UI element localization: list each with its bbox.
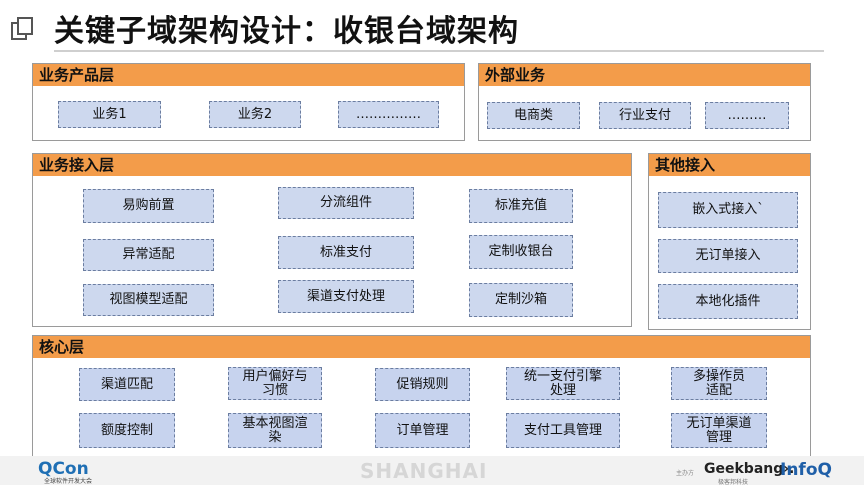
node-user-preference: 用户偏好与 习惯 <box>228 367 322 400</box>
node-view-model-adapt: 视图模型适配 <box>83 284 214 316</box>
node-suning-front: 易购前置 <box>83 189 214 223</box>
node-exception-adapt: 异常适配 <box>83 239 214 271</box>
footer-bar <box>0 456 864 485</box>
node-industry-payment: 行业支付 <box>599 102 691 129</box>
node-promotion-rules: 促销规则 <box>375 368 470 401</box>
geekbang-subtitle: 极客邦科技 <box>718 479 749 486</box>
node-external-more: ……… <box>705 102 789 129</box>
panel-title: 其他接入 <box>649 154 810 176</box>
node-custom-cashier: 定制收银台 <box>469 235 573 269</box>
node-embedded-access: 嵌入式接入` <box>658 192 798 228</box>
node-localization-plugin: 本地化插件 <box>658 284 798 319</box>
node-custom-sandbox: 定制沙箱 <box>469 283 573 317</box>
sponsor-label: 主办方 <box>676 470 695 477</box>
node-standard-payment: 标准支付 <box>278 236 414 269</box>
node-unified-payment-engine: 统一支付引擎 处理 <box>506 367 620 400</box>
node-quota-control: 额度控制 <box>79 413 175 448</box>
geekbang-logo: Geekbang›. <box>704 461 795 477</box>
node-no-order-channel: 无订单渠道 管理 <box>671 413 767 448</box>
node-business-1: 业务1 <box>58 101 161 128</box>
node-business-more: …………… <box>338 101 439 128</box>
panel-title: 外部业务 <box>479 64 810 86</box>
node-payment-tool-management: 支付工具管理 <box>506 413 620 448</box>
qcon-logo: QCon <box>38 459 89 479</box>
node-standard-recharge: 标准充值 <box>469 189 573 223</box>
node-split-component: 分流组件 <box>278 187 414 219</box>
node-no-order-access: 无订单接入 <box>658 239 798 273</box>
slides-icon <box>11 17 33 40</box>
node-base-view-render: 基本视图渲 染 <box>228 413 322 448</box>
node-channel-payment: 渠道支付处理 <box>278 280 414 313</box>
panel-title: 业务接入层 <box>33 154 631 176</box>
page-title: 关键子域架构设计：收银台域架构 <box>54 14 519 49</box>
node-order-management: 订单管理 <box>375 413 470 448</box>
infoq-logo: InfoQ <box>780 460 832 480</box>
city-watermark: SHANGHAI <box>360 459 488 483</box>
qcon-subtitle: 全球软件开发大会 <box>44 478 93 485</box>
panel-title: 核心层 <box>33 336 810 358</box>
node-ecommerce: 电商类 <box>487 102 580 129</box>
panel-title: 业务产品层 <box>33 64 464 86</box>
node-multi-operator: 多操作员 适配 <box>671 367 767 400</box>
node-business-2: 业务2 <box>209 101 301 128</box>
title-divider <box>54 50 824 52</box>
node-channel-match: 渠道匹配 <box>79 368 175 401</box>
